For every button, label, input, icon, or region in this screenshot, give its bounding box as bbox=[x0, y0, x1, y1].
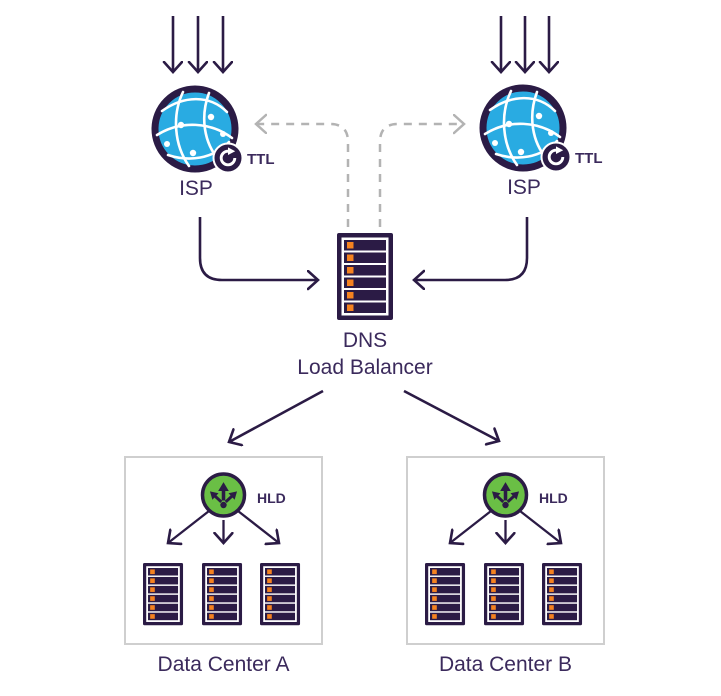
ttl-propagation-arrow-left bbox=[256, 124, 350, 227]
dns-load-balancer-group: DNS Load Balancer bbox=[297, 233, 433, 379]
isp-to-lb-arrow-right bbox=[414, 217, 529, 280]
isp-label: ISP bbox=[507, 176, 541, 199]
hld-label: HLD bbox=[539, 490, 568, 506]
dns-label-line1: DNS bbox=[343, 329, 387, 352]
isp-right-group: TTL ISP bbox=[483, 16, 603, 199]
dns-label-line2: Load Balancer bbox=[297, 356, 432, 379]
ttl-label: TTL bbox=[247, 151, 275, 168]
incoming-request-arrows bbox=[173, 16, 223, 72]
data-center-b-group: HLD Data Center B bbox=[407, 457, 604, 676]
lb-to-dc-arrow-right bbox=[403, 389, 499, 441]
isp-left-group: TTL ISP bbox=[155, 16, 275, 200]
ttl-label: TTL bbox=[575, 150, 603, 167]
incoming-request-arrows bbox=[501, 16, 549, 72]
data-center-a-group: HLD Data Center A bbox=[125, 457, 322, 676]
isp-to-lb-arrow-left bbox=[198, 217, 318, 280]
lb-to-dc-arrow-left bbox=[229, 389, 324, 442]
isp-label: ISP bbox=[179, 177, 213, 200]
ttl-propagation-arrow-right bbox=[378, 124, 464, 227]
data-center-label: Data Center A bbox=[158, 653, 290, 676]
data-center-label: Data Center B bbox=[439, 653, 572, 676]
hld-label: HLD bbox=[257, 490, 286, 506]
